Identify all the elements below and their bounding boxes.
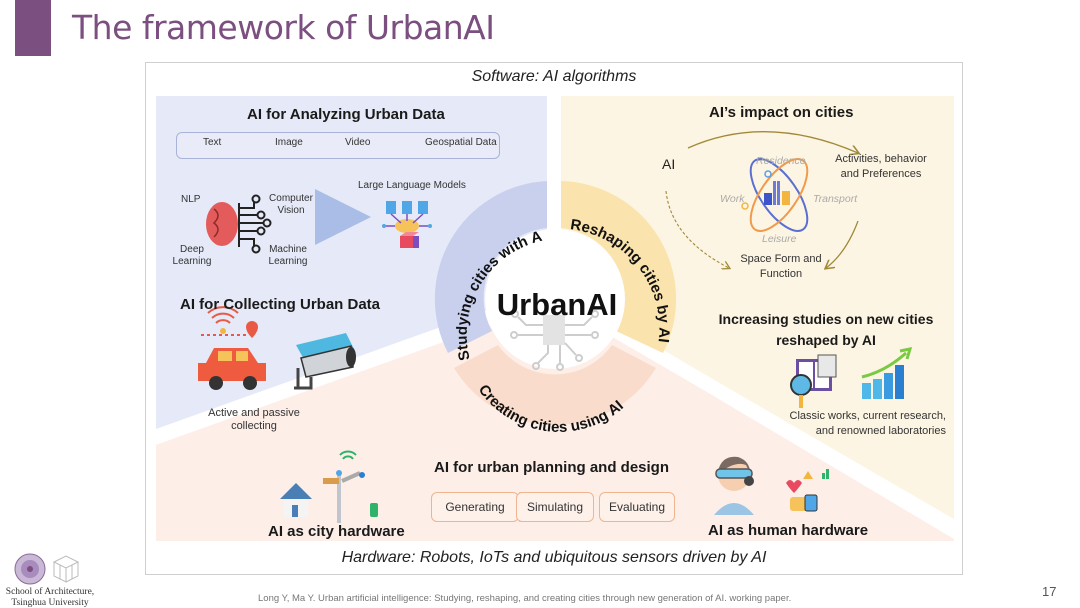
institution-name: School of Architecture, Tsinghua Univers… xyxy=(5,587,95,608)
collecting-title: AI for Collecting Urban Data xyxy=(180,296,381,313)
creating-ring xyxy=(454,345,656,425)
page-number: 17 xyxy=(1042,584,1057,599)
human-hardware-icon xyxy=(714,456,829,515)
impact-activities: Activities, behavior and Preferences xyxy=(835,153,927,180)
reshaping-ring xyxy=(561,181,677,353)
planning-title: AI for urban planning and design xyxy=(434,459,669,476)
function-residence: Residence xyxy=(756,155,806,167)
method-deep-learning: Deep Learning xyxy=(172,244,212,267)
hardware-label: Hardware: Robots, IoTs and ubiquitous se… xyxy=(341,549,767,566)
data-types-bar: Text Image Video Geospatial Data xyxy=(176,132,500,159)
method-computer-vision: Computer Vision xyxy=(269,193,313,216)
function-work: Work xyxy=(720,193,745,205)
citation: Long Y, Ma Y. Urban artificial intellige… xyxy=(258,593,792,604)
circuit-city-icon xyxy=(510,310,599,371)
method-nlp: NLP xyxy=(181,194,201,205)
arrow-activities-to-space xyxy=(826,220,859,268)
data-type-text: Text xyxy=(203,137,222,148)
method-machine-learning: Machine Learning xyxy=(268,244,308,267)
function-transport: Transport xyxy=(813,193,858,205)
surveillance-camera-icon xyxy=(294,333,356,390)
function-leisure: Leisure xyxy=(762,233,797,245)
data-type-video: Video xyxy=(345,137,371,148)
analyzing-title: AI for Analyzing Urban Data xyxy=(247,106,445,123)
software-label: Software: AI algorithms xyxy=(471,68,637,85)
tsinghua-logo xyxy=(14,553,80,585)
city-hardware-label: AI as city hardware xyxy=(268,523,405,540)
data-type-geospatial: Geospatial Data xyxy=(425,137,497,148)
llm-label: Large Language Models xyxy=(358,180,466,191)
impact-space-form: Space Form and Function xyxy=(740,253,822,280)
reshaping-region xyxy=(561,96,954,523)
framework-diagram: Software: AI algorithms xyxy=(145,62,963,575)
book-search-icon xyxy=(790,354,837,408)
brain-network-icon xyxy=(206,194,272,254)
impact-title: AI’s impact on cities xyxy=(709,104,854,121)
llm-icon xyxy=(382,201,432,248)
studying-region xyxy=(156,96,547,429)
title-accent-bar xyxy=(15,0,51,56)
step-simulating: Simulating xyxy=(516,492,594,522)
step-generating: Generating xyxy=(431,492,519,522)
studies-caption: Classic works, current research, and ren… xyxy=(789,410,947,437)
diagram-background: Studying cities with AI Reshaping cities… xyxy=(146,63,962,541)
city-functions-icon xyxy=(741,158,809,232)
human-hardware-label: AI as human hardware xyxy=(708,522,869,539)
car-sensor-icon xyxy=(198,306,266,390)
arrow-ai-to-activities xyxy=(687,131,858,153)
slide-title: The framework of UrbanAI xyxy=(72,8,495,47)
urbanai-center-title: UrbanAI xyxy=(496,287,618,322)
studying-ring xyxy=(434,181,547,353)
step-evaluating: Evaluating xyxy=(599,492,675,522)
growth-chart-icon xyxy=(861,347,913,399)
collecting-caption: Active and passive collecting xyxy=(208,407,300,432)
arrow-ai-to-space xyxy=(665,190,729,268)
city-hardware-icon xyxy=(280,450,378,523)
impact-ai-node: AI xyxy=(662,156,676,172)
data-type-image: Image xyxy=(275,137,303,148)
studies-title: Increasing studies on new cities reshape… xyxy=(718,311,934,348)
